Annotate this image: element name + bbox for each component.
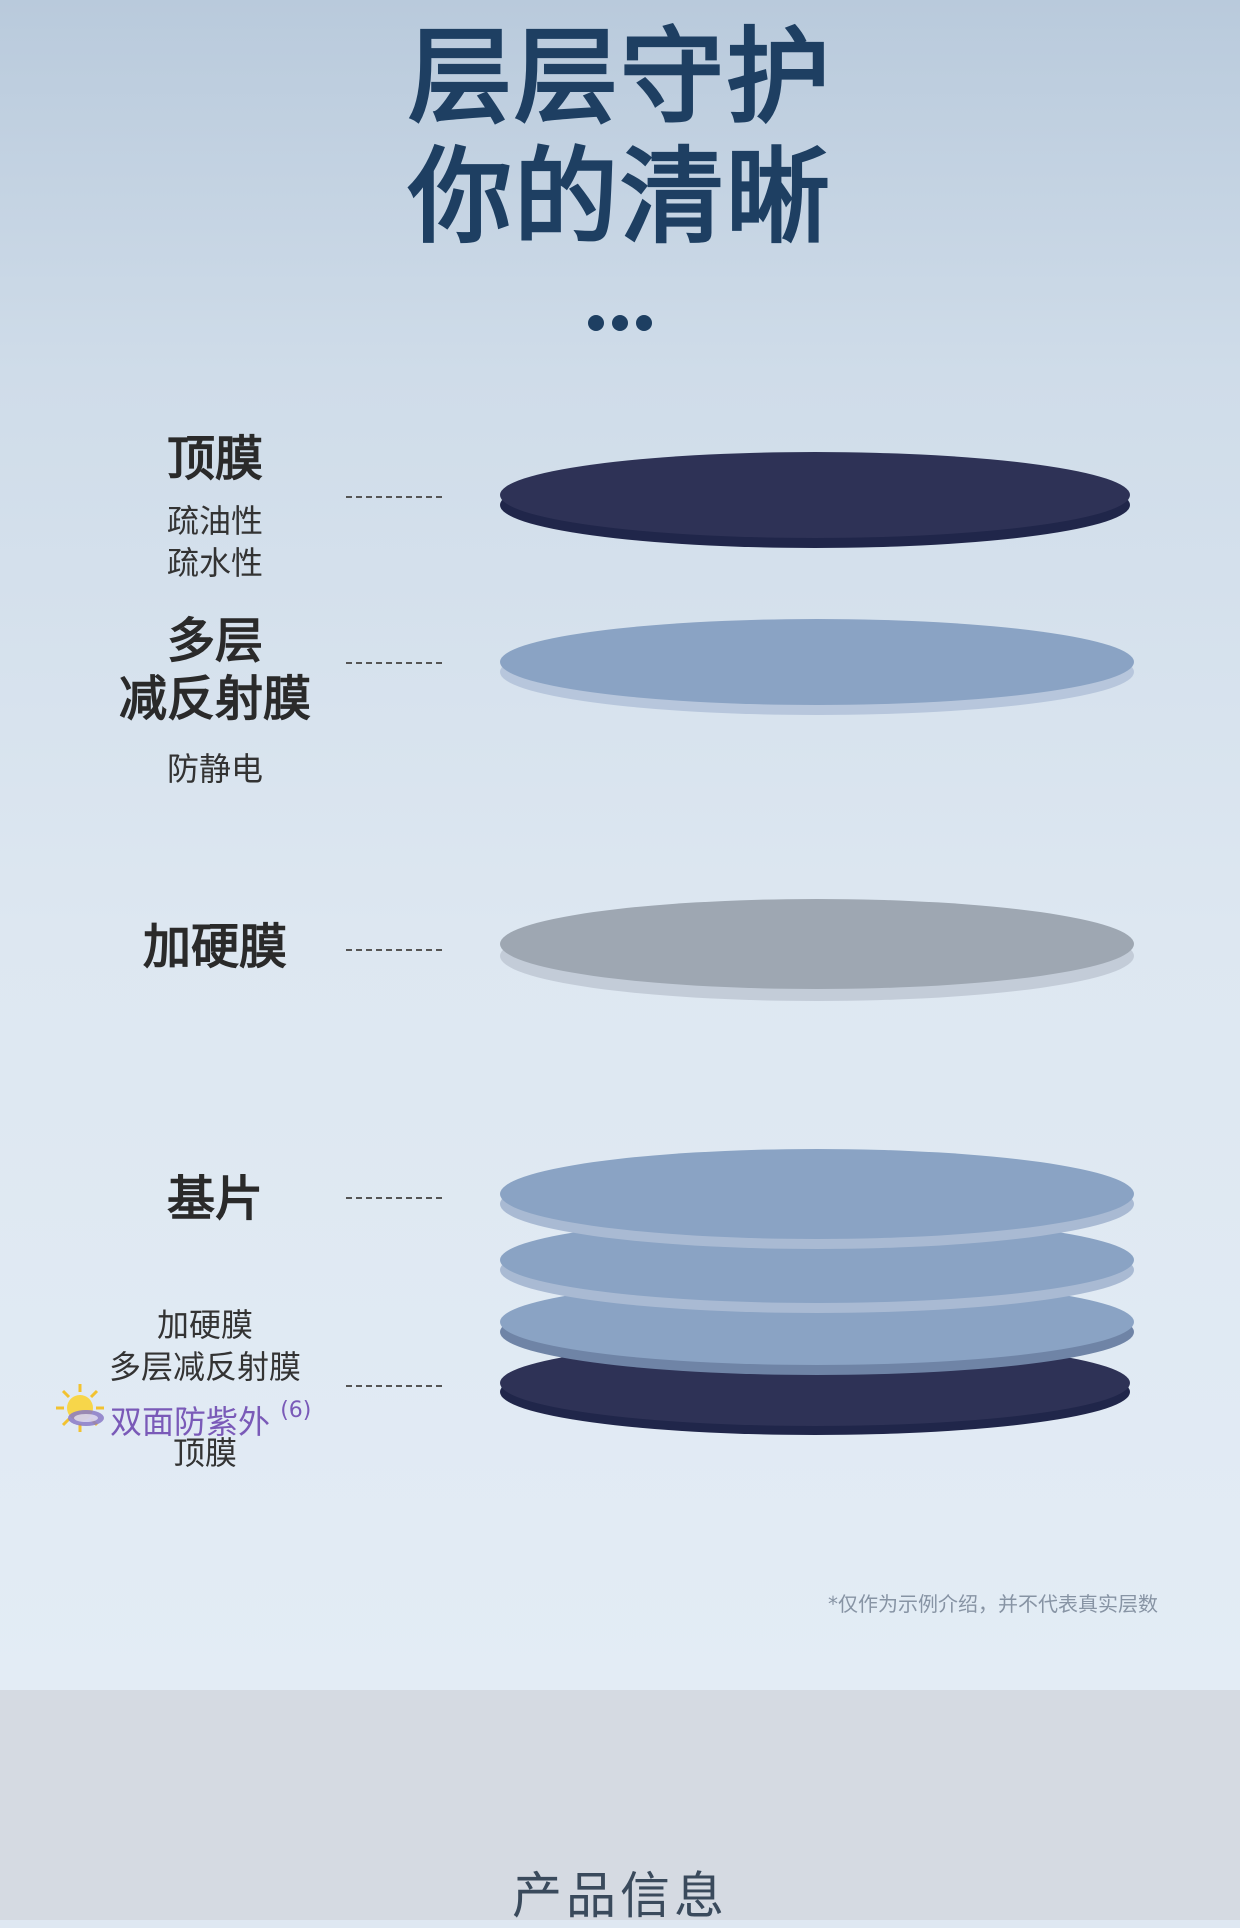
substrate-title: 基片 <box>140 1170 290 1228</box>
leader-line-top-film <box>346 496 442 498</box>
leader-line-hard-film <box>346 949 442 951</box>
illustration-disclaimer: *仅作为示例介绍，并不代表真实层数 <box>828 1588 1158 1617</box>
top-film-feature-hydrophobic: 疏水性 <box>140 542 290 584</box>
leader-line-substrate <box>346 1197 442 1199</box>
substrate-stack <box>500 1149 1134 1435</box>
top-film-disk <box>500 452 1130 548</box>
ar-film-title-line2: 减反射膜 <box>90 670 340 728</box>
ar-film-feature-antistatic: 防静电 <box>140 748 290 790</box>
stack-label-top-film: 顶膜 <box>130 1432 280 1474</box>
ar-film-disk <box>500 619 1134 715</box>
hard-film-title: 加硬膜 <box>110 918 320 976</box>
leader-line-ar-film <box>346 662 442 664</box>
leader-line-stack <box>346 1385 442 1387</box>
stack-label-hard-film: 加硬膜 <box>80 1304 330 1346</box>
top-film-feature-oleophobic: 疏油性 <box>140 500 290 542</box>
uv-sun-icon <box>54 1382 112 1434</box>
hard-film-disk <box>500 899 1134 1001</box>
product-info-title: 产品信息 <box>0 1856 1240 1928</box>
uv-footnote-ref: (6) <box>280 1398 311 1423</box>
ar-film-title-line1: 多层 <box>90 612 340 670</box>
top-film-title: 顶膜 <box>140 430 290 488</box>
